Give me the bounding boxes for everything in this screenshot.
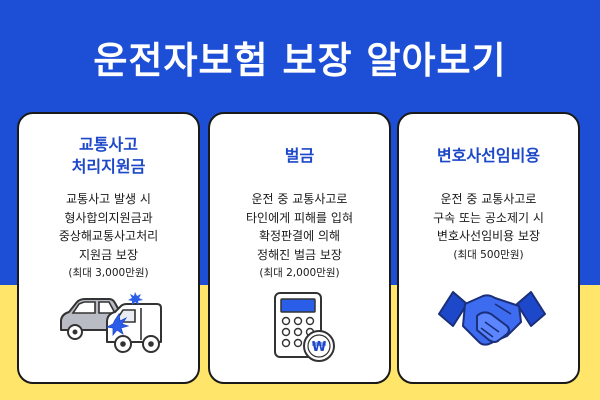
- desc-line: 운전 중 교통사고로: [440, 192, 537, 206]
- desc-line: 구속 또는 공소제기 시: [433, 210, 544, 225]
- car-crash-icon: [60, 292, 162, 353]
- desc-line: 교통사고 발생 시: [66, 192, 151, 206]
- handshake-icon: [438, 291, 546, 346]
- card-title-line: 변호사선임비용: [436, 146, 541, 165]
- card-description: 교통사고 발생 시 형사합의지원금과 중상해교통사고처리 지원금 보장 (최대 …: [23, 190, 194, 283]
- desc-line: 지원금 보장: [78, 247, 138, 262]
- card-title-line: 처리지원금: [71, 157, 146, 176]
- max-amount-note: (최대 2,000만원): [259, 267, 340, 279]
- card-title: 벌금: [210, 145, 389, 167]
- card-traffic-accident-support: 교통사고 처리지원금 교통사고 발생 시 형사합의지원금과 중상해교통사고처리 …: [17, 112, 200, 384]
- desc-line: 형사합의지원금과: [64, 210, 153, 225]
- max-amount-note: (최대 3,000만원): [68, 267, 149, 279]
- max-amount-note: (최대 500만원): [453, 248, 524, 261]
- card-fine: 벌금 운전 중 교통사고로 타인에게 피해를 입혀 확정판결에 의해 정해진 벌…: [208, 112, 391, 384]
- desc-line: 운전 중 교통사고로: [251, 192, 348, 206]
- card-description: 운전 중 교통사고로 구속 또는 공소제기 시 변호사선임비용 보장 (최대 5…: [403, 190, 574, 264]
- card-lawyer-fee: 변호사선임비용 운전 중 교통사고로 구속 또는 공소제기 시 변호사선임비용 …: [397, 112, 580, 384]
- card-title-line: 벌금: [284, 146, 315, 165]
- desc-line: 확정판결에 의해: [258, 229, 341, 243]
- desc-line: 정해진 벌금 보장: [257, 247, 342, 262]
- desc-line: 타인에게 피해를 입혀: [246, 210, 353, 225]
- card-title-line: 교통사고: [79, 135, 138, 154]
- page-title: 운전자보험 보장 알아보기: [93, 39, 507, 82]
- calculator-won-icon: ₩: [274, 292, 335, 362]
- card-title: 교통사고 처리지원금: [19, 134, 198, 178]
- won-symbol: ₩: [312, 340, 327, 355]
- card-description: 운전 중 교통사고로 타인에게 피해를 입혀 확정판결에 의해 정해진 벌금 보…: [214, 190, 385, 283]
- desc-line: 변호사선임비용 보장: [436, 229, 541, 243]
- desc-line: 중상해교통사고처리: [58, 229, 159, 243]
- card-title: 변호사선임비용: [399, 145, 578, 167]
